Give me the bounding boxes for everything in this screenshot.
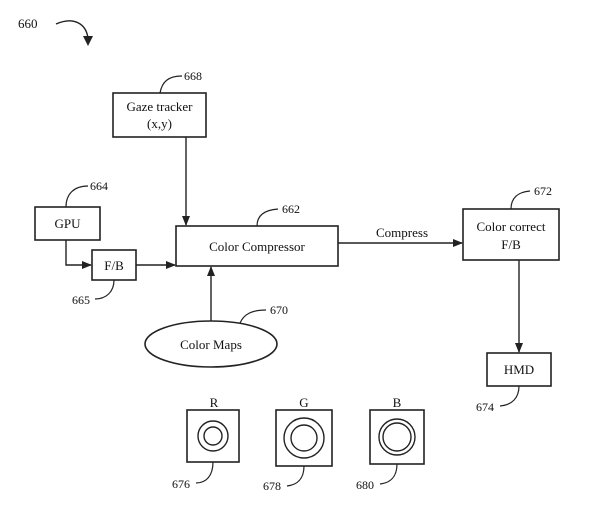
channel-g-letter: G — [299, 395, 308, 410]
hmd-ref: 674 — [476, 400, 494, 414]
color-compressor-box — [175, 225, 339, 267]
channel-r-inner-ring — [203, 426, 223, 446]
channel-b-letter: B — [393, 395, 402, 410]
channel-r-leader — [195, 461, 214, 484]
color-compressor-leader — [256, 208, 279, 227]
color-maps-leader — [239, 309, 267, 324]
hmd-label: HMD — [504, 362, 534, 377]
color-compressor-label: Color Compressor — [209, 239, 305, 254]
compress-edge-label: Compress — [376, 225, 428, 240]
color-correct-box — [462, 208, 560, 261]
gaze-tracker-coords: (x,y) — [147, 116, 172, 131]
color-correct-fb-label: F/B — [501, 237, 521, 252]
color-correct-ref: 672 — [534, 184, 552, 198]
channel-r-letter: R — [210, 395, 219, 410]
figure-ref-arrow — [55, 20, 89, 39]
figure-ref-arrowhead — [83, 36, 93, 46]
gpu-ref: 664 — [90, 179, 108, 193]
fb-left-label: F/B — [104, 258, 124, 273]
gaze-tracker-label: Gaze tracker — [126, 99, 193, 114]
color-compressor-ref: 662 — [282, 202, 300, 216]
channel-b-box — [369, 409, 425, 465]
figure-ref-label: 660 — [18, 16, 38, 31]
color-correct-leader — [510, 190, 531, 210]
channel-b-inner-ring — [382, 422, 412, 452]
gaze-tracker-ref: 668 — [184, 69, 202, 83]
channel-g-leader — [286, 465, 305, 487]
gaze-tracker-box — [112, 92, 207, 138]
hmd-leader — [499, 385, 520, 407]
gpu-box — [34, 206, 101, 241]
color-maps-ref: 670 — [270, 303, 288, 317]
gaze-tracker-leader — [159, 75, 183, 94]
channel-g-outer-ring — [283, 417, 325, 459]
color-maps-label: Color Maps — [180, 337, 242, 352]
channel-g-inner-ring — [290, 424, 318, 452]
color-correct-label: Color correct — [477, 219, 546, 234]
channel-g-ref: 678 — [263, 479, 281, 493]
channel-r-ref: 676 — [172, 477, 190, 491]
channel-b-ref: 680 — [356, 478, 374, 492]
fb-left-ref: 665 — [72, 293, 90, 307]
channel-r-box — [186, 409, 240, 463]
channel-r-outer-ring — [197, 420, 229, 452]
channel-b-leader — [379, 463, 398, 485]
gpu-leader — [65, 185, 89, 208]
channel-b-outer-ring — [378, 418, 416, 456]
fb-left-leader — [94, 279, 115, 300]
gpu-label: GPU — [54, 216, 81, 231]
arrow-gpu-to-fb — [65, 240, 92, 269]
